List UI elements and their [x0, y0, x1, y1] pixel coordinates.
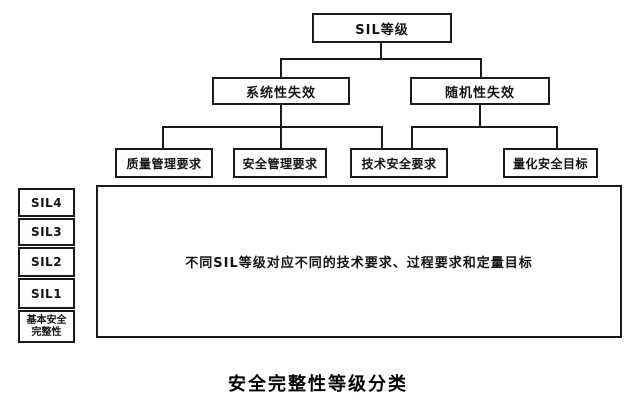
requirements-description-text: 不同SIL等级对应不同的技术要求、过程要求和定量目标 [185, 256, 533, 271]
connector-line [162, 126, 383, 128]
sil-level-column: SIL4 SIL3 SIL2 SIL1 基本安全 完整性 [18, 188, 75, 343]
node-random-failure-label: 随机性失效 [444, 85, 515, 101]
connector-line [479, 105, 481, 128]
sil-cell-sil2: SIL2 [18, 247, 75, 277]
sil-cell-sil4-label: SIL4 [30, 195, 63, 210]
node-sil-level: SIL等级 [312, 13, 452, 43]
sil-cell-basic-safety-integrity-line1: 基本安全 [26, 315, 67, 326]
sil-cell-sil1-label: SIL1 [30, 286, 63, 301]
node-quality-management-requirements: 质量管理要求 [115, 148, 213, 178]
node-quantified-safety-targets-label: 量化安全目标 [512, 156, 588, 171]
connector-line [411, 126, 558, 128]
sil-cell-sil2-label: SIL2 [30, 255, 63, 269]
sil-cell-sil3-label: SIL3 [30, 225, 63, 239]
node-systematic-failure-label: 系统性失效 [245, 85, 316, 101]
node-safety-management-requirements-label: 安全管理要求 [242, 156, 318, 171]
node-safety-management-requirements: 安全管理要求 [233, 148, 327, 178]
connector-line [411, 126, 413, 148]
connector-line [480, 58, 482, 77]
node-quantified-safety-targets: 量化安全目标 [503, 148, 598, 178]
node-technical-safety-requirements: 技术安全要求 [350, 148, 448, 178]
connector-line [381, 126, 383, 148]
diagram-caption: 安全完整性等级分类 [228, 374, 408, 395]
sil-cell-sil4: SIL4 [18, 188, 75, 217]
node-quality-management-requirements-label: 质量管理要求 [126, 156, 202, 171]
connector-line [162, 126, 164, 148]
connector-line [280, 58, 282, 77]
connector-line [556, 126, 558, 148]
connector-line [280, 58, 482, 60]
node-systematic-failure: 系统性失效 [212, 77, 350, 105]
node-technical-safety-requirements-label: 技术安全要求 [361, 156, 437, 171]
sil-cell-basic-safety-integrity-line2: 完整性 [31, 326, 62, 338]
requirements-description-box: 不同SIL等级对应不同的技术要求、过程要求和定量目标 [96, 185, 622, 338]
node-random-failure: 随机性失效 [410, 77, 550, 105]
node-sil-level-label: SIL等级 [355, 22, 409, 38]
sil-cell-sil1: SIL1 [18, 278, 75, 309]
sil-cell-sil3: SIL3 [18, 218, 75, 246]
connector-line [380, 43, 382, 60]
sil-cell-basic-safety-integrity: 基本安全 完整性 [18, 310, 75, 343]
